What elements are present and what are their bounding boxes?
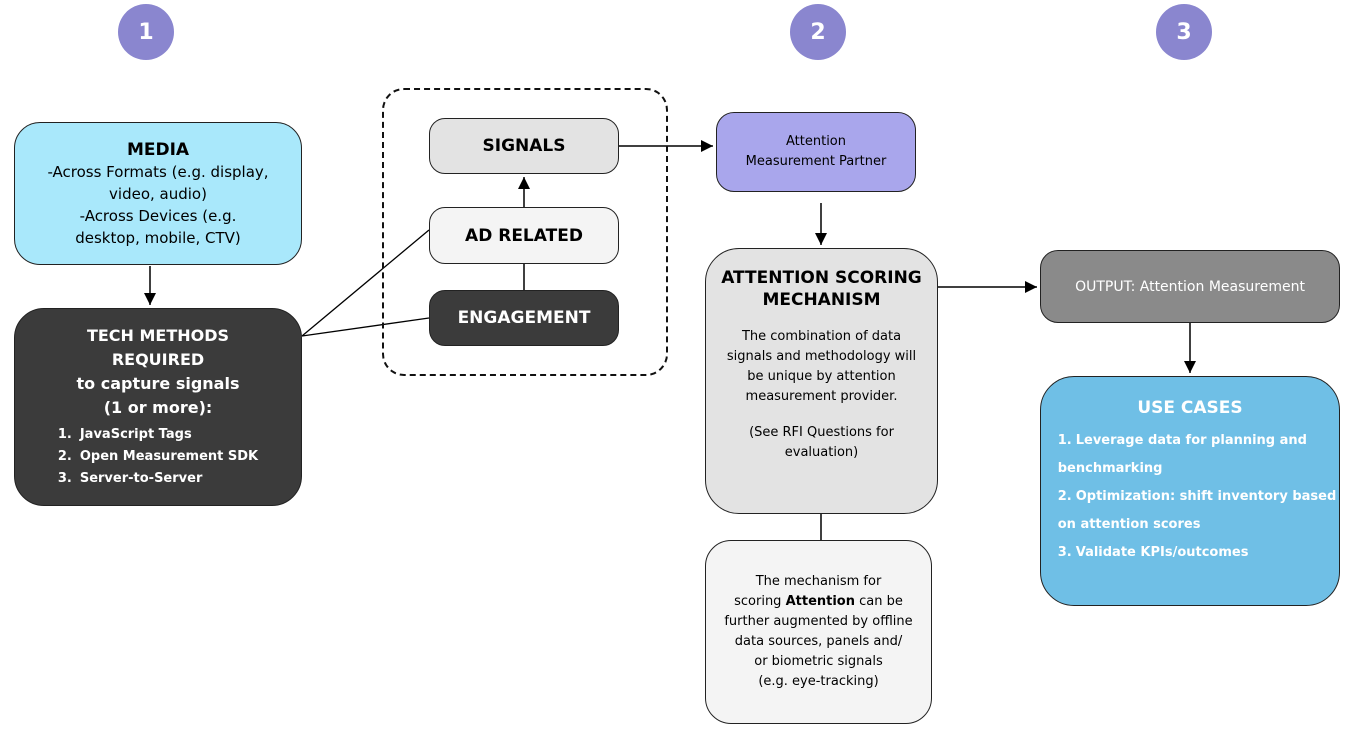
scoring-footnote: (See RFI Questions for evaluation) — [731, 423, 912, 463]
use-cases-list: 1.Leverage data for planning and benchma… — [1044, 427, 1337, 567]
scoring-body-line: measurement provider. — [745, 389, 898, 404]
measurement-partner-box: Attention Measurement Partner — [716, 112, 916, 192]
list-text: benchmarking — [1057, 461, 1163, 476]
output-box: OUTPUT: Attention Measurement — [1040, 250, 1340, 323]
tech-title-line: REQUIRED — [111, 350, 205, 369]
list-item: 3. Server-to-Server — [58, 468, 258, 490]
line-tech-to-adrelated — [301, 229, 430, 337]
list-item: 3.Validate KPIs/outcomes — [1058, 539, 1337, 567]
scoring-foot-line: (See RFI Questions for — [749, 425, 894, 440]
media-line: -Across Devices (e.g. — [79, 206, 237, 225]
signals-group — [382, 88, 668, 376]
ad-related-box: AD RELATED — [429, 207, 619, 264]
scoring-body-line: be unique by attention — [747, 369, 896, 384]
tech-title-line: (1 or more): — [103, 398, 213, 417]
line-tech-to-engagement — [301, 317, 430, 337]
list-number: 3. — [1057, 545, 1072, 560]
list-item: 2. Open Measurement SDK — [58, 446, 258, 468]
partner-line: Attention — [786, 134, 846, 149]
list-number: 3. — [57, 471, 72, 486]
note-line: scoring Attention can be — [734, 592, 903, 612]
note-bold-word: Attention — [785, 594, 855, 609]
step-2-badge: 2 — [790, 4, 846, 60]
media-box: MEDIA -Across Formats (e.g. display, vid… — [14, 122, 302, 265]
media-line: -Across Formats (e.g. display, — [47, 162, 269, 181]
tech-methods-box: TECH METHODS REQUIRED to capture signals… — [14, 308, 302, 506]
signals-box: SIGNALS — [429, 118, 619, 174]
list-text: JavaScript Tags — [79, 427, 192, 442]
scoring-mechanism-box: ATTENTION SCORING MECHANISM The combinat… — [705, 248, 938, 514]
list-number: 1. — [1057, 433, 1072, 448]
scoring-title-line: MECHANISM — [762, 290, 881, 310]
list-text: Server-to-Server — [79, 471, 203, 486]
scoring-body-line: The combination of data — [741, 329, 902, 344]
scoring-foot-line: evaluation) — [784, 445, 859, 460]
media-title: MEDIA — [126, 139, 190, 160]
list-item: 1.Leverage data for planning and — [1058, 427, 1337, 455]
note-line: The mechanism for — [755, 574, 882, 589]
media-line: desktop, mobile, CTV) — [75, 228, 241, 247]
tech-title-line: TECH METHODS — [86, 326, 230, 345]
step-3-badge: 3 — [1156, 4, 1212, 60]
tech-methods-list: 1. JavaScript Tags 2. Open Measurement SDK… — [58, 424, 258, 490]
scoring-title-line: ATTENTION SCORING — [721, 268, 922, 288]
note-line: data sources, panels and/ — [734, 634, 903, 649]
list-text: Optimization: shift inventory based — [1075, 489, 1337, 504]
list-item: 1. JavaScript Tags — [58, 424, 258, 446]
list-text: Leverage data for planning and — [1075, 433, 1307, 448]
list-number: 1. — [57, 427, 72, 442]
list-item: benchmarking — [1058, 455, 1337, 483]
note-line: (e.g. eye-tracking) — [758, 674, 879, 689]
list-item: on attention scores — [1058, 511, 1337, 539]
media-line: video, audio) — [109, 184, 207, 203]
tech-title-line: to capture signals — [76, 374, 240, 393]
use-cases-title: USE CASES — [1137, 398, 1243, 418]
note-line: or biometric signals — [754, 654, 883, 669]
step-1-badge: 1 — [118, 4, 174, 60]
list-number: 2. — [1057, 489, 1072, 504]
partner-line: Measurement Partner — [745, 154, 887, 169]
use-cases-box: USE CASES 1.Leverage data for planning a… — [1040, 376, 1340, 606]
engagement-box: ENGAGEMENT — [429, 290, 619, 346]
note-text: scoring — [734, 594, 786, 609]
list-text: on attention scores — [1057, 517, 1201, 532]
list-text: Open Measurement SDK — [79, 449, 259, 464]
scoring-body-line: signals and methodology will — [726, 349, 917, 364]
list-item: 2.Optimization: shift inventory based — [1058, 483, 1337, 511]
list-number: 2. — [57, 449, 72, 464]
note-line: further augmented by offline — [724, 614, 913, 629]
mechanism-note-box: The mechanism for scoring Attention can … — [705, 540, 932, 724]
scoring-description: The combination of data signals and meth… — [709, 327, 934, 407]
note-text: can be — [855, 594, 903, 609]
list-text: Validate KPIs/outcomes — [1075, 545, 1249, 560]
